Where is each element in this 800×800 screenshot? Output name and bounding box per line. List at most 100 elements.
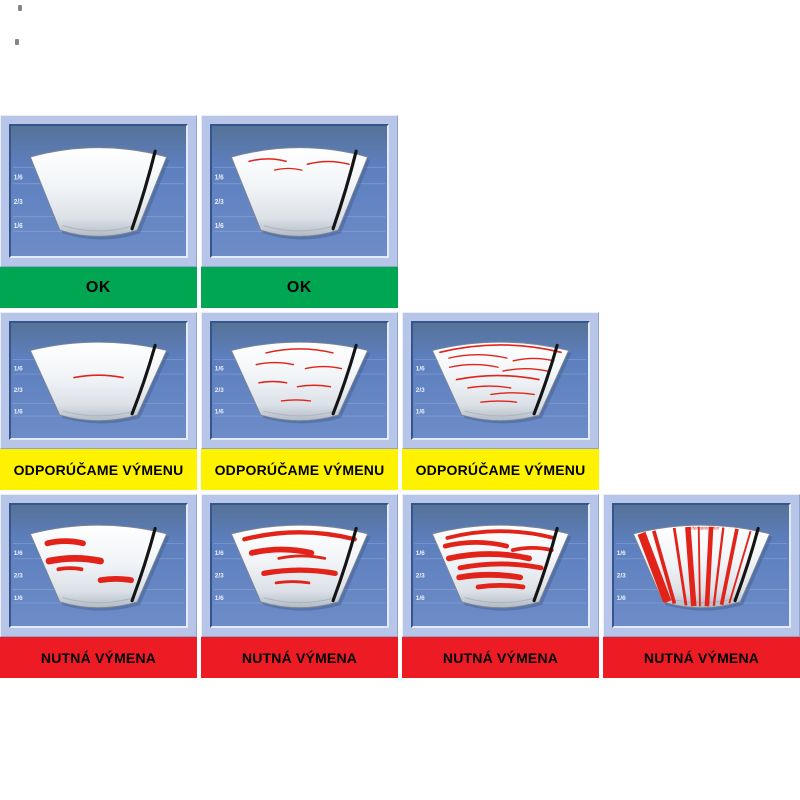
status-bar-recommend: ODPORÚČAME VÝMENU [201,449,398,490]
scale-label: 1/6 [14,174,23,181]
fan-bottom-shading [62,225,135,232]
scan-speck [15,39,19,45]
chatter-note: ratterratterratter [687,525,720,530]
windshield-graphic: 1/62/31/6 [213,147,386,240]
windshield-fan [230,341,369,422]
wiper-blade [532,526,559,603]
scan-speck [18,5,22,11]
scale-label: 1/6 [416,595,425,602]
scale-label: 1/6 [14,365,23,372]
wiper-blade [130,149,157,231]
scale-label: 2/3 [215,199,224,206]
scale-label: 1/6 [617,550,626,557]
fan-bottom-shading [263,410,336,417]
status-bar-replace: NUTNÁ VÝMENA [603,637,800,678]
scale-label: 2/3 [416,572,425,579]
windshield-panel: 1/6 2/3 1/6 [210,503,389,628]
windshield-graphic: 1/6 2/3 1/6 ratterratterratter [615,524,788,611]
wear-streaks [44,538,134,584]
windshield-panel: 1/6 2/3 1/6 ratterratterratter [612,503,791,628]
scale-label: 2/3 [14,387,23,394]
scale-label: 2/3 [617,572,626,579]
wear-streaks [255,348,343,402]
windshield-graphic: 1/6 2/3 1/6 [213,341,386,424]
wiper-blade [532,343,559,416]
wear-streaks [73,374,124,379]
status-label: NUTNÁ VÝMENA [442,649,559,666]
status-label: OK [85,278,112,296]
status-bar-replace: NUTNÁ VÝMENA [201,637,398,678]
scale-label: 1/6 [215,365,224,372]
scale-label: 2/3 [14,572,23,579]
windshield-fan [29,341,168,422]
windshield-fan [230,147,369,237]
fan-bottom-shading [62,410,135,417]
wiper-blade [331,526,358,603]
windshield-graphic: 1/6 2/3 1/6 [12,341,185,424]
status-bar-recommend: ODPORÚČAME VÝMENU [402,449,599,490]
status-label: ODPORÚČAME VÝMENU [214,461,385,478]
scale-label: 1/6 [617,595,626,602]
windshield-fan [632,524,771,609]
windshield-graphic: 1/6 2/3 1/6 [12,524,185,611]
windshield-fan [29,147,168,237]
windshield-fan [431,524,570,609]
windshield-panel: 1/6 2/3 1/6 [9,503,188,628]
scale-label: 1/6 [416,365,425,372]
windshield-panel-frame: 1/6 2/3 1/6 [0,494,197,637]
scale-label: 1/6 [215,223,224,230]
scale-label: 2/3 [215,387,224,394]
windshield-panel: 1/6 2/3 1/6 [210,321,389,440]
wiper-blade [130,526,157,603]
scale-label: 1/6 [14,223,23,230]
status-label: OK [286,278,313,296]
windshield-panel-frame: 1/6 2/3 1/6 ratterratterratter [603,494,800,637]
scale-label: 1/6 [14,595,23,602]
status-label: ODPORÚČAME VÝMENU [415,461,586,478]
windshield-panel: 1/6 2/3 1/6 [411,503,590,628]
windshield-panel-frame: 1/6 2/3 1/6 [0,312,197,449]
scale-label: 1/6 [416,550,425,557]
status-label: NUTNÁ VÝMENA [241,649,358,666]
scale-label: 2/3 [416,387,425,394]
scale-label: 1/6 [14,408,23,415]
scale-label: 1/6 [215,595,224,602]
status-bar-replace: NUTNÁ VÝMENA [0,637,197,678]
wear-streaks [442,529,556,590]
scale-label: 1/6 [215,550,224,557]
status-bar-replace: NUTNÁ VÝMENA [402,637,599,678]
status-bar-ok: OK [201,267,398,308]
windshield-fan [431,341,570,422]
wiper-blade [331,149,358,231]
fan-bottom-shading [464,410,537,417]
status-bar-recommend: ODPORÚČAME VÝMENU [0,449,197,490]
scale-label: 1/6 [215,408,224,415]
status-bar-ok: OK [0,267,197,308]
windshield-graphic: 1/62/31/6 [414,341,587,424]
windshield-panel-frame: 1/6 2/3 1/6 [201,494,398,637]
status-label: NUTNÁ VÝMENA [643,649,760,666]
windshield-panel: 1/6 2/3 1/6 [9,321,188,440]
scale-label: 1/6 [14,550,23,557]
wear-streaks [637,526,752,607]
scale-label: 2/3 [215,572,224,579]
wear-streaks [242,530,357,585]
status-label: ODPORÚČAME VÝMENU [13,461,184,478]
windshield-graphic: 1/62/31/6 [12,147,185,240]
windshield-panel-frame: 1/6 2/3 1/6 [201,312,398,449]
